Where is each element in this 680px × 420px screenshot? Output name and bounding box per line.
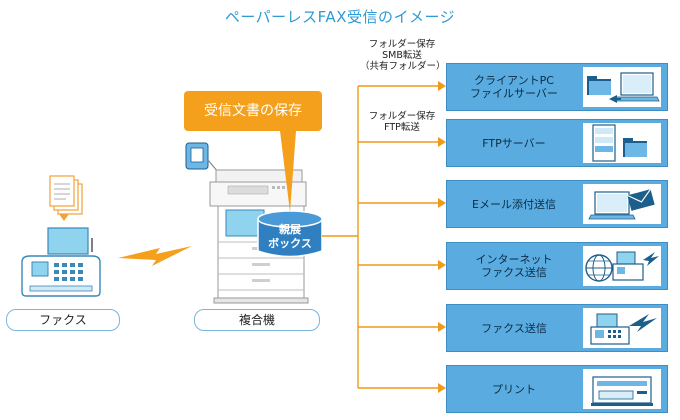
save-received-callout: 受信文書の保存 [184, 91, 322, 131]
destination-label: プリント [492, 382, 536, 396]
server-folder-icon [583, 123, 661, 163]
fax-machine-icon [21, 227, 101, 297]
destination-label: Eメール添付送信 [472, 197, 556, 211]
destination-print: プリント [446, 365, 668, 413]
destination-label: インターネット ファクス送信 [475, 253, 553, 279]
connector-arrowheads [438, 81, 446, 393]
destination-email: Eメール添付送信 [446, 180, 668, 228]
diagram-title: ペーパーレスFAX受信のイメージ [224, 8, 456, 26]
destination-label: FTPサーバー [482, 136, 546, 150]
pc-folder-icon [583, 67, 661, 107]
destination-internet-fax: インターネット ファクス送信 [446, 242, 668, 290]
globe-fax-icon [583, 246, 661, 286]
laptop-mail-icon [583, 184, 661, 224]
down-arrow-icon [59, 214, 69, 221]
connector-lines [322, 85, 438, 389]
route-note-smb: フォルダー保存 SMB転送 （共有フォルダー） [360, 39, 446, 72]
mfp-label: 複合機 [194, 309, 320, 331]
destination-client-pc: クライアントPC ファイルサーバー [446, 63, 668, 111]
transmission-bolt-icon [118, 246, 192, 266]
route-note-ftp: フォルダー保存 FTP転送 [368, 111, 436, 133]
fax-label: ファクス [6, 309, 120, 331]
destination-label: ファクス送信 [481, 321, 547, 335]
document-stack-icon [49, 175, 83, 215]
destination-label: クライアントPC ファイルサーバー [470, 74, 558, 100]
mailbox-cylinder-icon [257, 210, 323, 258]
destination-ftp-server: FTPサーバー [446, 119, 668, 167]
callout-tail [280, 131, 296, 212]
destination-fax: ファクス送信 [446, 304, 668, 352]
printer-icon [583, 369, 661, 409]
mailbox-label: 親展 ボックス [268, 223, 312, 250]
fax-send-icon [583, 308, 661, 348]
